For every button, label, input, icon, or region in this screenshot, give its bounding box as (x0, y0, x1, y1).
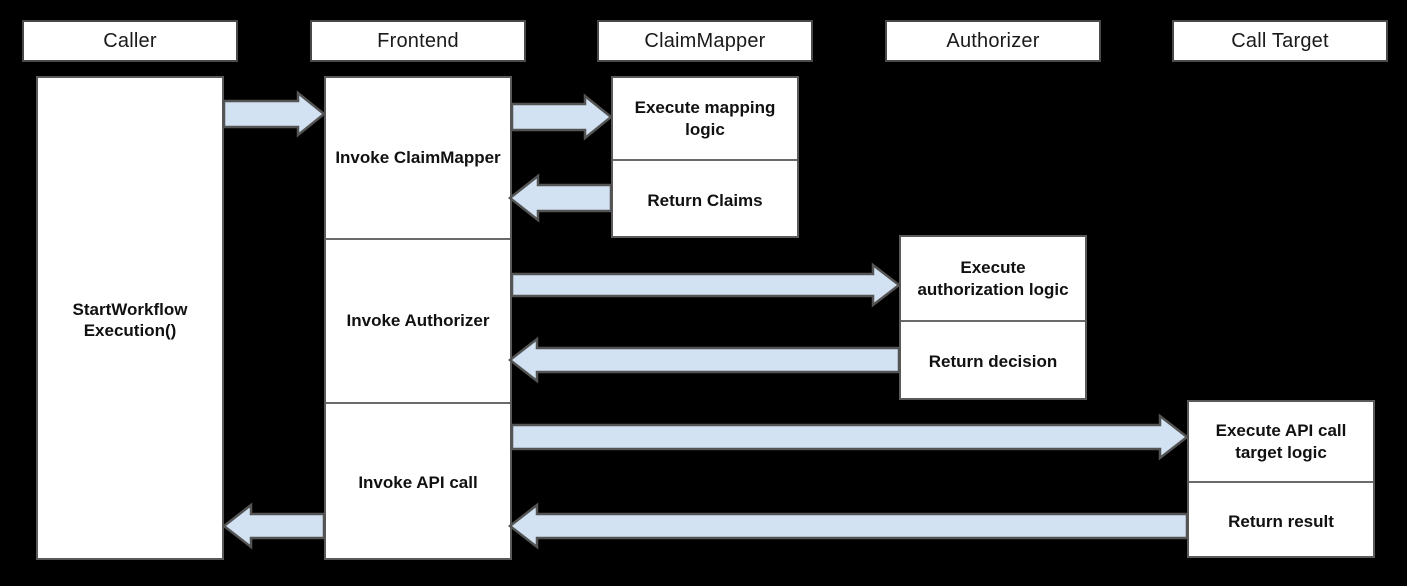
activation-segment: Return decision (901, 320, 1085, 402)
activation-caller: StartWorkflow Execution() (36, 76, 224, 560)
activation-segment: Return result (1189, 481, 1373, 560)
calltarget-to-frontend-return (507, 502, 1189, 550)
activation-segment: Execute mapping logic (613, 78, 797, 159)
lane-header-calltarget: Call Target (1172, 20, 1388, 62)
frontend-to-caller-return (221, 502, 326, 550)
activation-segment: StartWorkflow Execution() (38, 78, 222, 562)
lane-header-authorizer: Authorizer (885, 20, 1101, 62)
activation-segment-label: Execute mapping logic (634, 98, 776, 139)
activation-segment-label: Execute authorization logic (917, 258, 1069, 299)
frontend-to-authorizer-invoke (510, 262, 902, 308)
activation-segment-label: Invoke Authorizer (346, 311, 490, 331)
activation-authorizer: Execute authorization logic Return decis… (899, 235, 1087, 400)
lane-header-caller: Caller (22, 20, 238, 62)
activation-segment: Execute authorization logic (901, 237, 1085, 320)
activation-claimmapper: Execute mapping logic Return Claims (611, 76, 799, 238)
activation-segment: Return Claims (613, 159, 797, 240)
authorizer-to-frontend-return (507, 336, 901, 384)
lane-header-authorizer-label: Authorizer (946, 29, 1040, 52)
activation-segment: Invoke ClaimMapper (326, 78, 510, 238)
activation-segment-label: Invoke ClaimMapper (335, 148, 501, 168)
activation-calltarget: Execute API call target logic Return res… (1187, 400, 1375, 558)
lane-header-calltarget-label: Call Target (1231, 29, 1329, 52)
frontend-to-calltarget-invoke (510, 413, 1190, 461)
activation-segment: Invoke API call (326, 402, 510, 562)
activation-segment-label: Execute API call target logic (1215, 421, 1347, 462)
lane-header-claimmapper: ClaimMapper (597, 20, 813, 62)
claimmapper-to-frontend-return (507, 173, 613, 223)
activation-segment-label: StartWorkflow Execution() (72, 299, 188, 340)
caller-to-frontend-start (222, 90, 326, 138)
lane-header-caller-label: Caller (103, 29, 157, 52)
activation-segment-label: Return decision (928, 352, 1058, 372)
activation-frontend: Invoke ClaimMapper Invoke Authorizer Inv… (324, 76, 512, 560)
frontend-to-claimmapper-invoke (510, 93, 613, 141)
activation-segment-label: Return Claims (647, 190, 763, 210)
lane-header-frontend: Frontend (310, 20, 526, 62)
activation-segment: Execute API call target logic (1189, 402, 1373, 481)
activation-segment-label: Return result (1228, 511, 1334, 531)
activation-segment-label: Invoke API call (358, 473, 478, 493)
lane-header-frontend-label: Frontend (377, 29, 459, 52)
activation-segment: Invoke Authorizer (326, 238, 510, 402)
lane-header-claimmapper-label: ClaimMapper (644, 29, 766, 52)
